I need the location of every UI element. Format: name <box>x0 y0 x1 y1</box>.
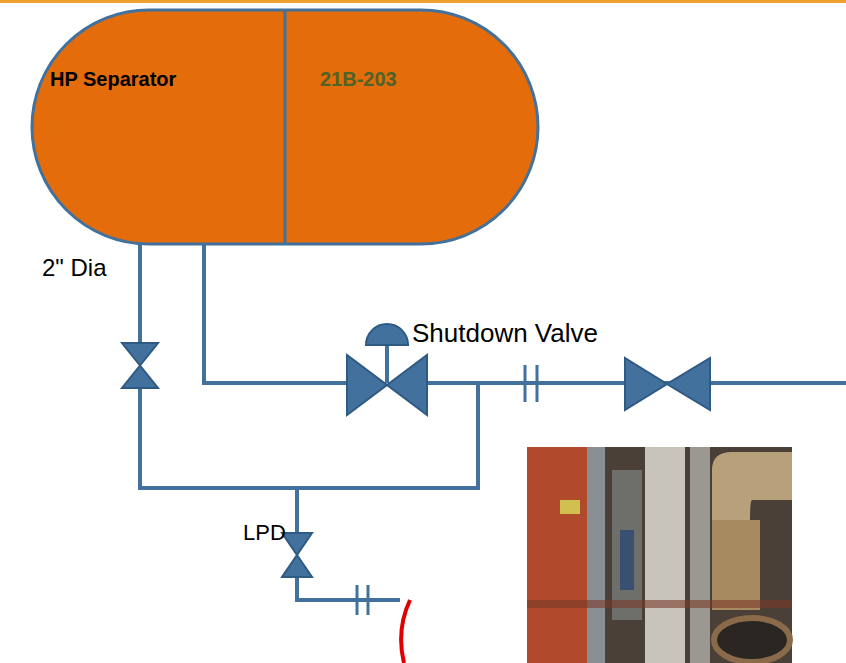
vessel-outline <box>30 8 540 246</box>
site-photo <box>527 447 792 663</box>
flanges <box>357 365 537 615</box>
tag-number: 21B-203 <box>320 68 397 91</box>
valve-label: Shutdown Valve <box>412 318 598 349</box>
valve-tag: LPD <box>243 520 286 546</box>
leak-mark <box>401 600 410 663</box>
separator-vessel: HP Separator 21B-203 <box>30 8 540 246</box>
pipe-size: 2" Dia <box>42 254 107 282</box>
top-rule <box>0 0 846 3</box>
vessel-name: HP Separator <box>50 68 176 91</box>
